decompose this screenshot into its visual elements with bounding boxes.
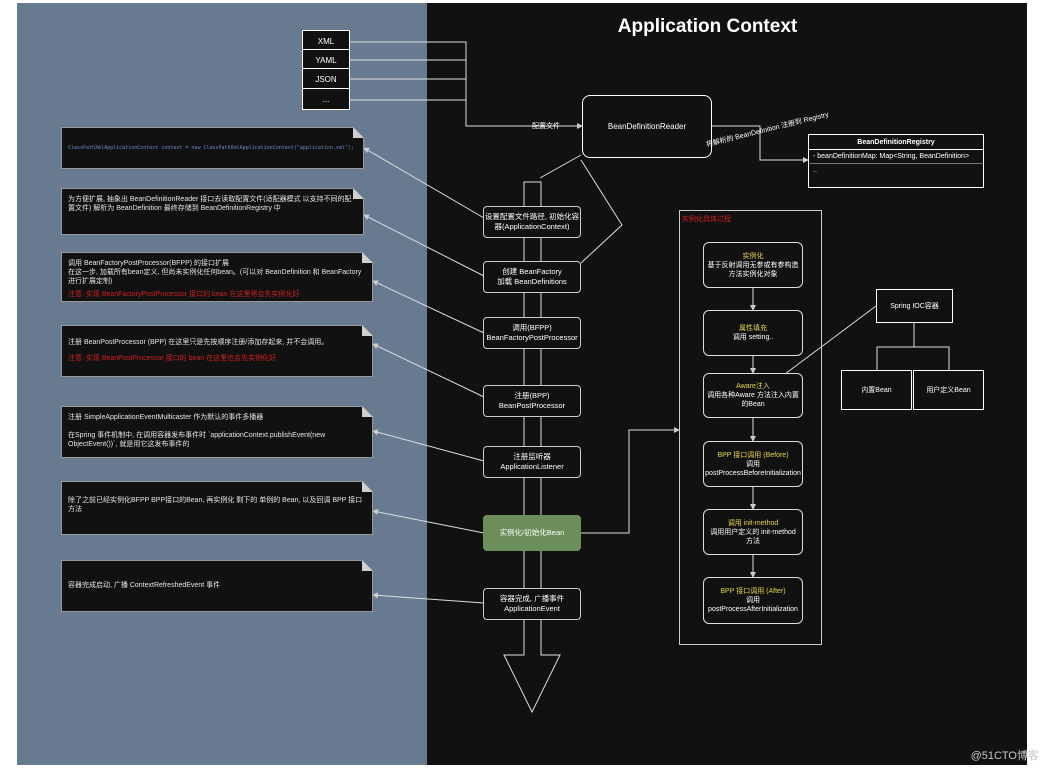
user-defined-bean: 用户定义Bean <box>913 370 984 410</box>
inst-step-head: 实例化 <box>742 252 764 260</box>
note-text: 除了之前已经实例化BFPP BPP接口的Bean, 再实例化 剩下的 单例的 B… <box>68 497 363 513</box>
inst-connectors <box>581 288 950 578</box>
inst-step-bpp-before: BPP 接口调用 (Before) 调用 postProcessBeforeIn… <box>703 441 803 487</box>
note-fold <box>362 325 373 336</box>
spring-ioc-container: Spring IOC容器 <box>876 289 953 323</box>
builtin-bean: 内置Bean <box>841 370 912 410</box>
step-line: ApplicationListener <box>500 462 564 471</box>
note-warning: 注意: 实现 BeanFactoryPostProcessor 接口的 bean… <box>68 291 300 298</box>
inst-step-body: 调用 postProcessAfterInitialization <box>708 597 798 613</box>
step-init-context: 设置配置文件路径, 初始化容 器(ApplicationContext) <box>483 206 581 238</box>
note-fold <box>362 252 373 263</box>
inst-step-init-method: 调用 init-method 调用用户定义的 init-method方法 <box>703 509 803 555</box>
bean-definition-registry: BeanDefinitionRegistry - beanDefinitionM… <box>808 134 984 188</box>
step-line: 设置配置文件路径, 初始化容 <box>484 212 580 221</box>
instantiation-label: 实例化具体过程 <box>682 216 731 223</box>
step-line: 创建 BeanFactory <box>502 267 562 276</box>
format-more: ... <box>302 88 350 110</box>
note-text: 注册 BeanPostProcessor (BPP) 在这里只是先按顺序注册/添… <box>68 339 329 346</box>
step-instantiate-beans: 实例化/初始化Bean <box>483 515 581 551</box>
step-line: 实例化/初始化Bean <box>499 528 565 537</box>
inst-step-head: 属性填充 <box>739 325 767 332</box>
note-bfpp: 调用 BeanFactoryPostProcessor(BFPP) 的接口扩展 … <box>61 252 373 302</box>
inst-step-head: BPP 接口调用 (After) <box>720 588 786 595</box>
config-label: 配置文件 <box>532 123 560 130</box>
inst-step-body: 调用用户定义的 init-method方法 <box>710 528 796 545</box>
inst-step-instantiate: 实例化 基于反射调用无参或有参构造方法实例化对象 <box>703 242 803 288</box>
note-text: 容器完成启动, 广播 ContextRefreshedEvent 事件 <box>68 582 221 589</box>
note-warning: 注意: 实现 BeanPostProcessor 接口的 bean 在这里也会先… <box>68 355 277 362</box>
inst-step-bpp-after: BPP 接口调用 (After) 调用 postProcessAfterInit… <box>703 577 803 624</box>
inst-step-populate: 属性填充 调用 setting.. <box>703 310 803 356</box>
registry-connector <box>712 125 809 163</box>
inst-step-body: 调用各种Aware 方法注入内置的Bean <box>707 392 799 408</box>
step-publish-event: 容器完成, 广播事件 ApplicationEvent <box>483 588 581 620</box>
step-line: BeanFactoryPostProcessor <box>486 333 578 342</box>
inst-step-head: BPP 接口调用 (Before) <box>717 451 789 459</box>
main-flow-arrow <box>503 181 561 714</box>
note-finish: 容器完成启动, 广播 ContextRefreshedEvent 事件 <box>61 560 373 612</box>
step-invoke-bfpp: 调用(BFPP) BeanFactoryPostProcessor <box>483 317 581 349</box>
step-line: BeanPostProcessor <box>498 401 566 410</box>
registry-row: .. <box>813 167 817 174</box>
note-listener: 注册 SimpleApplicationEventMulticaster 作为默… <box>61 406 373 458</box>
registry-row: - beanDefinitionMap: Map<String, BeanDef… <box>809 150 983 164</box>
note-text: ClassPathXmlApplicationContext context =… <box>68 144 354 151</box>
inst-step-body: 调用 postProcessBeforeInitialization <box>705 460 801 477</box>
diagram-title: Application Context <box>617 16 798 37</box>
note-fold <box>353 188 364 199</box>
note-fold <box>362 560 373 571</box>
inst-step-aware: Aware注入 调用各种Aware 方法注入内置的Bean <box>703 373 803 418</box>
step-create-beanfactory: 创建 BeanFactory 加载 BeanDefinitions <box>483 261 581 293</box>
note-text: 调用 BeanFactoryPostProcessor(BFPP) 的接口扩展 … <box>68 260 362 285</box>
note-code: ClassPathXmlApplicationContext context =… <box>61 127 364 169</box>
note-fold <box>353 127 364 138</box>
step-line: ApplicationEvent <box>504 604 560 613</box>
container-shape <box>539 154 623 264</box>
step-line: 注册(BPP) <box>514 391 550 400</box>
note-reader: 为方便扩展, 抽象出 BeanDefinitionReader 接口去读取配置文… <box>61 188 364 235</box>
watermark: @51CTO博客 <box>970 750 1039 762</box>
step-register-listener: 注册监听器 ApplicationListener <box>483 446 581 478</box>
inst-step-body: 调用 setting.. <box>732 334 774 341</box>
bean-definition-reader: BeanDefinitionReader <box>582 95 712 158</box>
step-line: 注册监听器 <box>513 452 551 461</box>
note-fold <box>362 481 373 492</box>
note-instantiate: 除了之前已经实例化BFPP BPP接口的Bean, 再实例化 剩下的 单例的 B… <box>61 481 373 535</box>
format-connectors <box>350 41 583 129</box>
inst-step-head: Aware注入 <box>736 383 770 390</box>
note-fold <box>362 406 373 417</box>
format-json: JSON <box>302 68 350 90</box>
step-line: 器(ApplicationContext) <box>494 222 570 231</box>
note-connectors <box>363 147 485 604</box>
inst-step-head: 调用 init-method <box>727 519 779 527</box>
inst-step-body: 基于反射调用无参或有参构造方法实例化对象 <box>707 261 799 278</box>
step-line: 调用(BFPP) <box>512 323 552 332</box>
step-line: 容器完成, 广播事件 <box>499 594 565 603</box>
step-register-bpp: 注册(BPP) BeanPostProcessor <box>483 385 581 417</box>
note-text: 为方便扩展, 抽象出 BeanDefinitionReader 接口去读取配置文… <box>68 196 352 212</box>
instantiation-frame <box>679 210 822 645</box>
note-bpp: 注册 BeanPostProcessor (BPP) 在这里只是先按顺序注册/添… <box>61 325 373 377</box>
registry-title: BeanDefinitionRegistry <box>809 135 983 150</box>
note-text: 注册 SimpleApplicationEventMulticaster 作为默… <box>68 414 326 448</box>
step-line: 加载 BeanDefinitions <box>497 277 567 286</box>
